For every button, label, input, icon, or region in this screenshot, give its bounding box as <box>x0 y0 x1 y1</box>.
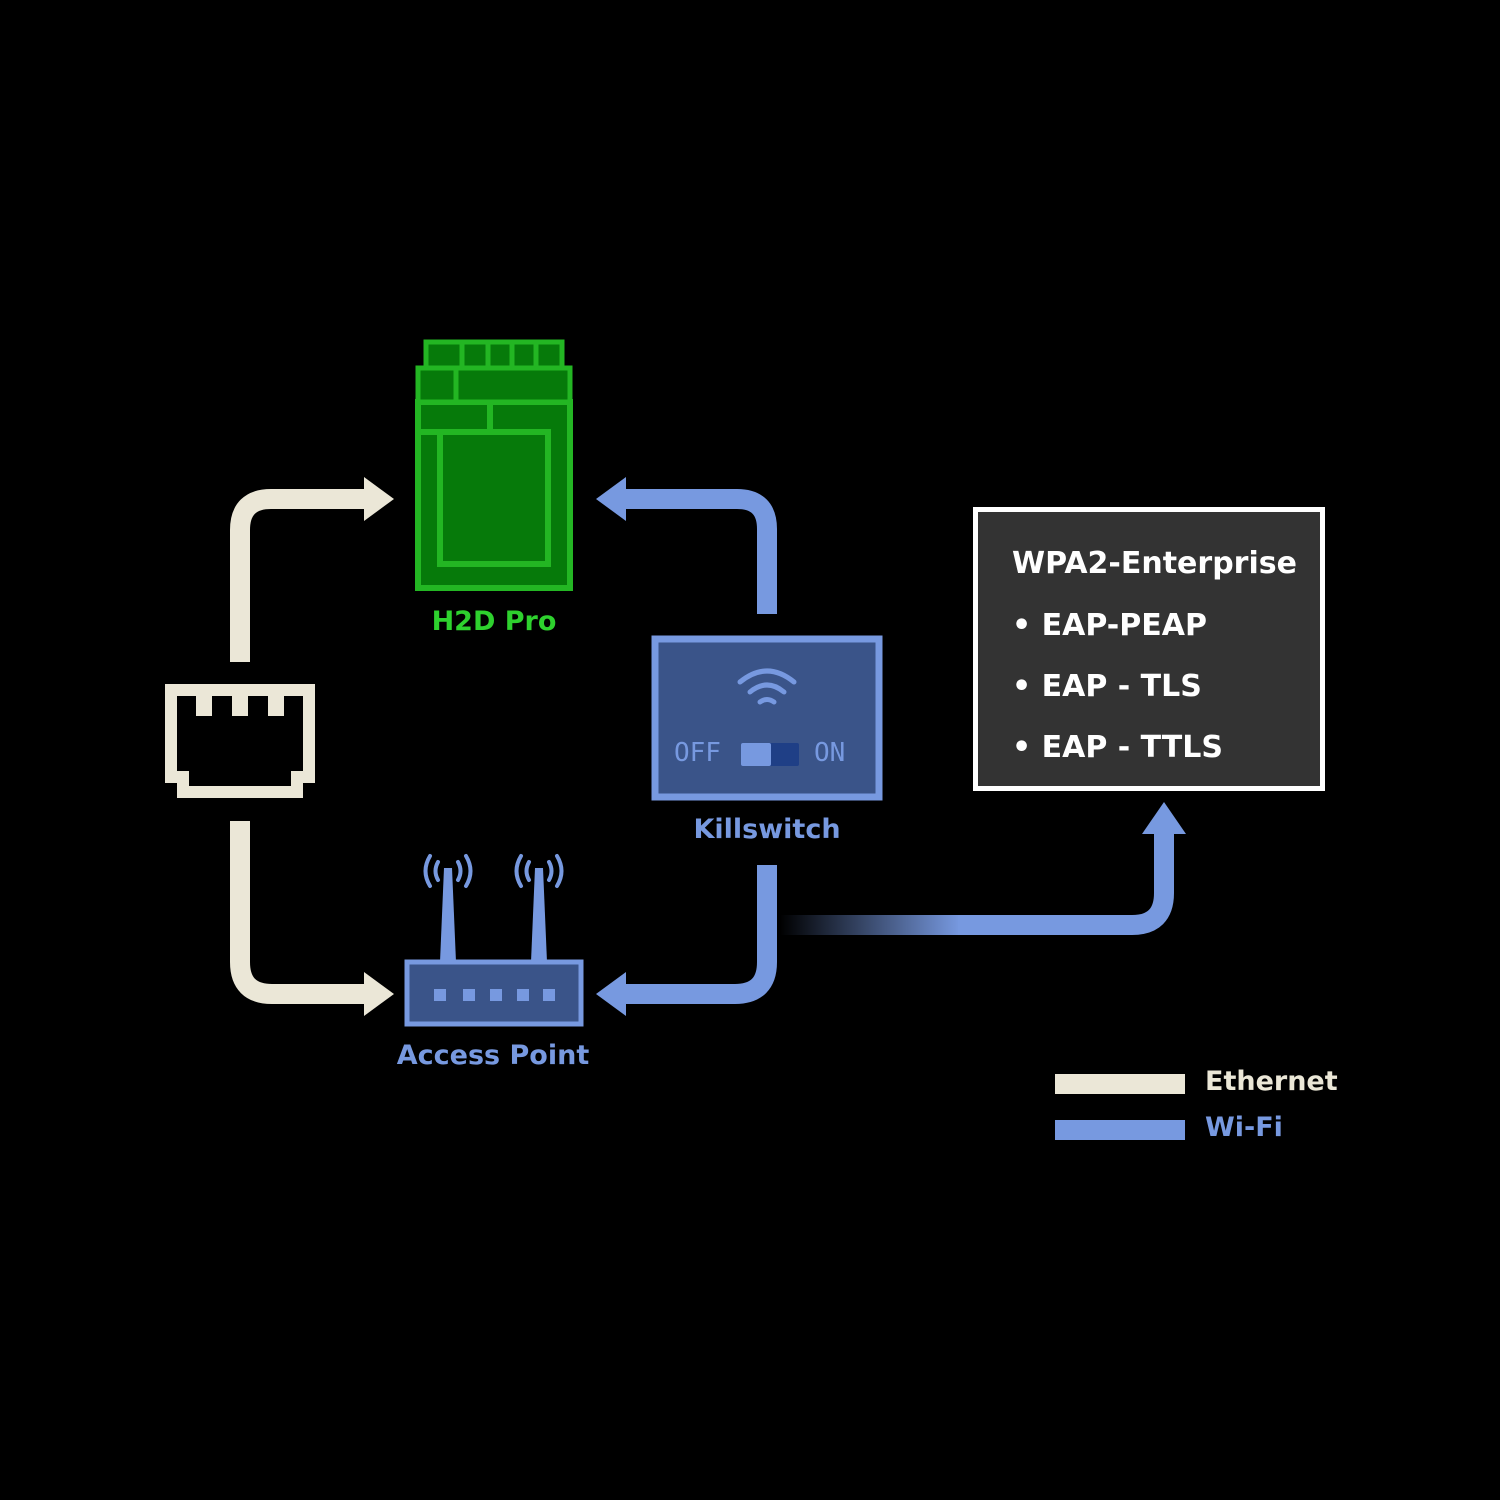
wifi-arrow-to-access-point <box>596 865 777 1016</box>
killswitch-label: Killswitch <box>693 814 841 845</box>
access-point-label: Access Point <box>396 1040 590 1071</box>
ethernet-arrow-to-access-point <box>230 821 394 1016</box>
ethernet-port-icon <box>165 684 315 798</box>
switch-on-label: ON <box>814 738 846 768</box>
router-icon <box>404 854 584 1027</box>
legend-ethernet-label: Ethernet <box>1205 1066 1338 1097</box>
ethernet-arrow-to-printer <box>230 477 394 662</box>
legend-wifi-swatch <box>1055 1120 1185 1140</box>
killswitch-device <box>651 635 883 801</box>
switch-off-label: OFF <box>674 738 721 768</box>
antenna-signal-icon <box>423 854 564 888</box>
printer-module-icon <box>415 339 573 591</box>
toggle-switch[interactable] <box>741 743 799 766</box>
legend-wifi-label: Wi-Fi <box>1205 1112 1283 1143</box>
printer-label: H2D Pro <box>431 606 557 637</box>
wifi-arrow-to-printer <box>596 477 777 614</box>
security-box-title: WPA2-Enterprise <box>1012 546 1297 581</box>
security-method-item: • EAP-PEAP <box>1012 608 1207 643</box>
legend-ethernet-swatch <box>1055 1074 1185 1094</box>
security-method-item: • EAP - TLS <box>1012 669 1202 704</box>
security-method-item: • EAP - TTLS <box>1012 730 1223 765</box>
security-box: WPA2-Enterprise • EAP-PEAP • EAP - TLS •… <box>973 507 1325 791</box>
wifi-signal-icon <box>737 668 797 705</box>
wifi-arrow-to-security-box <box>780 802 1186 935</box>
